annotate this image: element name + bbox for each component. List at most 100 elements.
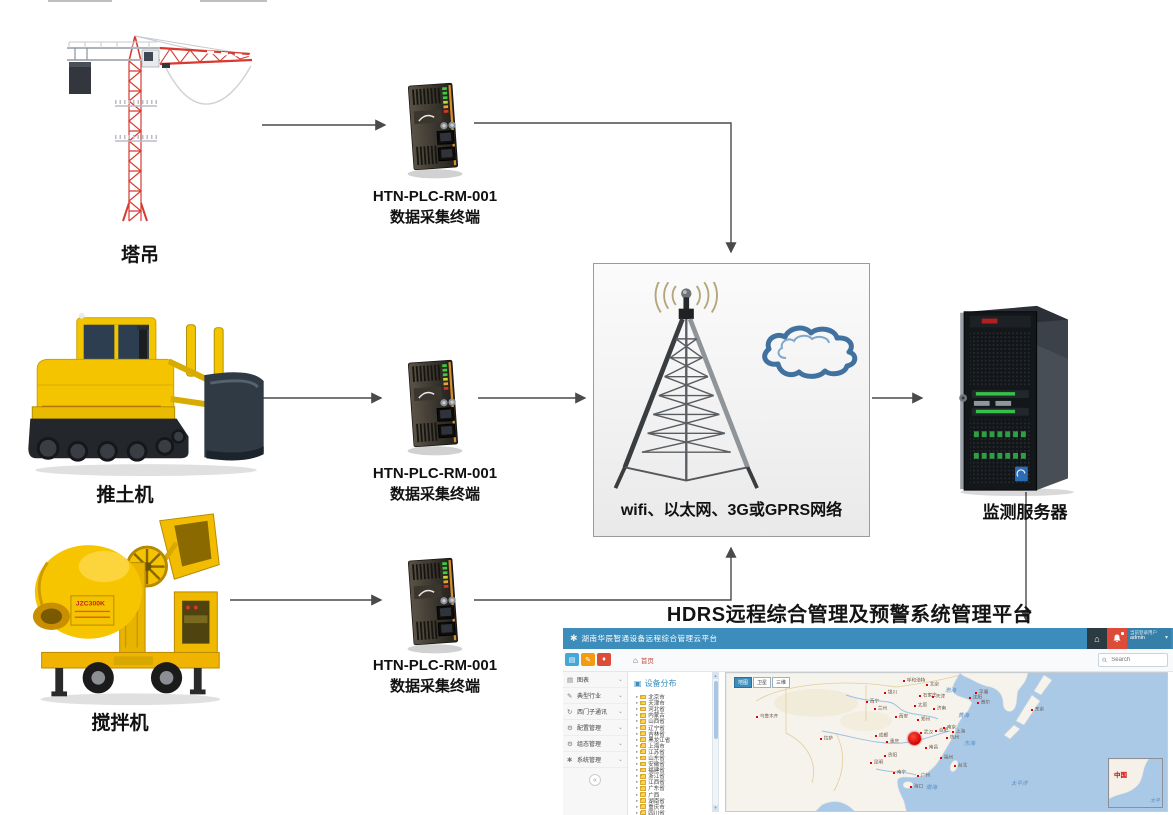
tree-row[interactable]: ▸ 江西省: [630, 779, 712, 786]
city-marker: 成都: [875, 733, 888, 739]
folder-icon: [640, 761, 647, 767]
tree-row[interactable]: ▸ 广东省: [630, 785, 712, 792]
home-icon: ⌂: [633, 655, 638, 665]
machine-label-bulldozer: 推土机: [96, 485, 154, 506]
sidebar-item[interactable]: ✱ 系统管理 ⌄: [563, 752, 627, 768]
minimap[interactable]: 中国 太平: [1108, 758, 1163, 808]
city-label: 乌鲁木齐: [759, 713, 779, 719]
terminal-model: HTN-PLC-RM-001: [372, 465, 498, 482]
city-label: 合肥: [938, 727, 949, 733]
terminal-name: 数据采集终端: [389, 209, 480, 226]
tree-row[interactable]: ▸ 重庆市: [630, 804, 712, 811]
tree-row[interactable]: ▸ 内蒙古: [630, 712, 712, 719]
platform-toolbar: ▤ ✎ ♦ ⚙ ⌂ 首页: [563, 649, 1173, 672]
folder-icon: [640, 718, 647, 724]
scrollbar-thumb[interactable]: [713, 681, 718, 739]
tree-row[interactable]: ▸ 黑龙江省: [630, 737, 712, 744]
sidebar-item-icon: ⚙: [567, 740, 573, 748]
expander-icon: ▸: [636, 754, 639, 760]
province-tree: ▸ 北京市 ▸ 天津市 ▸ 河北省: [630, 694, 712, 815]
map-canvas[interactable]: 地图 卫星 三维 乌鲁木齐 拉萨: [725, 672, 1168, 812]
city-marker: 合肥: [935, 728, 948, 734]
sidebar-item-label: 系统管理: [577, 758, 602, 764]
mixer-illustration: JZC300K: [32, 513, 221, 706]
scroll-down-button[interactable]: ▼: [713, 805, 718, 811]
expander-icon: ▸: [636, 718, 639, 724]
sea-label: 太平洋: [1011, 781, 1028, 787]
scroll-down-icon: ▼: [713, 805, 718, 810]
folder-icon: [640, 743, 647, 749]
cloud-icon: [762, 325, 858, 379]
city-label: 天津: [935, 693, 946, 699]
expander-icon: ▸: [636, 712, 639, 718]
sea-label: 南海: [926, 785, 938, 791]
folder-icon: [640, 798, 647, 803]
tree-row[interactable]: ▸ 广西: [630, 792, 712, 799]
tree-row[interactable]: ▸ 浙江省: [630, 773, 712, 781]
map-type-button[interactable]: 卫星: [753, 677, 772, 688]
city-marker: 昆明: [870, 760, 883, 766]
city-label: 南京: [946, 724, 957, 730]
terminal-label-3: HTN-PLC-RM-001 数据采集终端: [335, 655, 535, 697]
sidebar-item-label: 典型行业: [577, 694, 602, 700]
sidebar-collapse-toggle[interactable]: «: [589, 774, 601, 786]
folder-icon: [640, 725, 647, 730]
sidebar-item[interactable]: ⚙ 配置管理 ⌄: [563, 720, 627, 736]
tree-row[interactable]: ▸ 江苏省: [630, 749, 712, 756]
tree-row[interactable]: ▸ 天津市: [630, 700, 712, 707]
folder-icon: [640, 804, 647, 809]
map-type-button[interactable]: 三维: [772, 677, 791, 688]
tree-scrollbar[interactable]: ▲ ▼: [712, 672, 719, 812]
user-menu[interactable]: 当前登录用户 admin ▾: [1127, 628, 1171, 649]
quick-action-button[interactable]: ✎: [581, 653, 595, 666]
marker-dot: [926, 683, 929, 687]
tree-row-label: 广西: [648, 792, 660, 799]
marker-dot: [1031, 708, 1034, 712]
machine-label-mixer: 搅拌机: [91, 713, 149, 734]
home-button[interactable]: ⌂: [1087, 628, 1107, 649]
panel-title-text: 设备分布: [644, 679, 677, 688]
search-input[interactable]: [1109, 656, 1164, 664]
marker-dot: [977, 701, 980, 705]
tree-row[interactable]: ▸ 上海市: [630, 743, 712, 750]
tree-row[interactable]: ▸ 湖南省: [630, 798, 712, 805]
city-marker: 西安: [895, 714, 908, 720]
tree-row[interactable]: ▸ 吉林省: [630, 731, 712, 738]
tree-row[interactable]: ▸ 四川省: [630, 810, 712, 815]
tree-row[interactable]: ▸ 北京市: [630, 694, 712, 701]
tree-row-label: 重庆市: [648, 804, 665, 811]
city-marker: 沈阳: [969, 695, 982, 701]
marker-dot: [884, 754, 887, 758]
map-type-button[interactable]: 地图: [734, 677, 753, 688]
scroll-up-button[interactable]: ▲: [713, 673, 718, 679]
sea-label: 东海: [964, 741, 976, 747]
tree-row[interactable]: ▸ 山东省: [630, 754, 712, 762]
sidebar-item-icon: ▤: [567, 676, 574, 684]
city-marker: 石家庄: [919, 693, 937, 699]
sidebar-item[interactable]: ⚙ 组态管理 ⌄: [563, 736, 627, 752]
tree-row[interactable]: ▸ 山西省: [630, 718, 712, 725]
tree-row[interactable]: ▸ 辽宁省: [630, 724, 712, 732]
tree-row[interactable]: ▸ 安徽省: [630, 761, 712, 768]
city-marker: 兰州: [874, 706, 887, 712]
quick-action-button[interactable]: ⚙: [613, 653, 627, 666]
tree-row[interactable]: ▸ 福建省: [630, 767, 712, 774]
breadcrumb[interactable]: ⌂ 首页: [633, 655, 654, 666]
sidebar-item[interactable]: ↻ 西门子通讯 ⌄: [563, 704, 627, 720]
quick-action-button[interactable]: ♦: [597, 653, 611, 666]
folder-icon: [640, 712, 647, 718]
city-label: 昆明: [873, 759, 884, 765]
search-box[interactable]: [1098, 653, 1168, 667]
tree-row[interactable]: ▸ 河北省: [630, 706, 712, 713]
quick-buttons: ▤ ✎ ♦ ⚙: [565, 653, 627, 666]
city-marker: 首尔: [977, 700, 990, 706]
sidebar-item[interactable]: ▤ 图表 ⌄: [563, 672, 627, 688]
notifications-button[interactable]: [1107, 628, 1127, 649]
tree-row-label: 浙江省: [648, 774, 665, 781]
breadcrumb-home-label: 首页: [640, 658, 654, 665]
sidebar-item[interactable]: ✎ 典型行业 ⌄: [563, 688, 627, 704]
map-highlight-marker: [908, 732, 921, 745]
quick-action-button[interactable]: ▤: [565, 653, 579, 666]
marker-dot: [874, 707, 877, 711]
